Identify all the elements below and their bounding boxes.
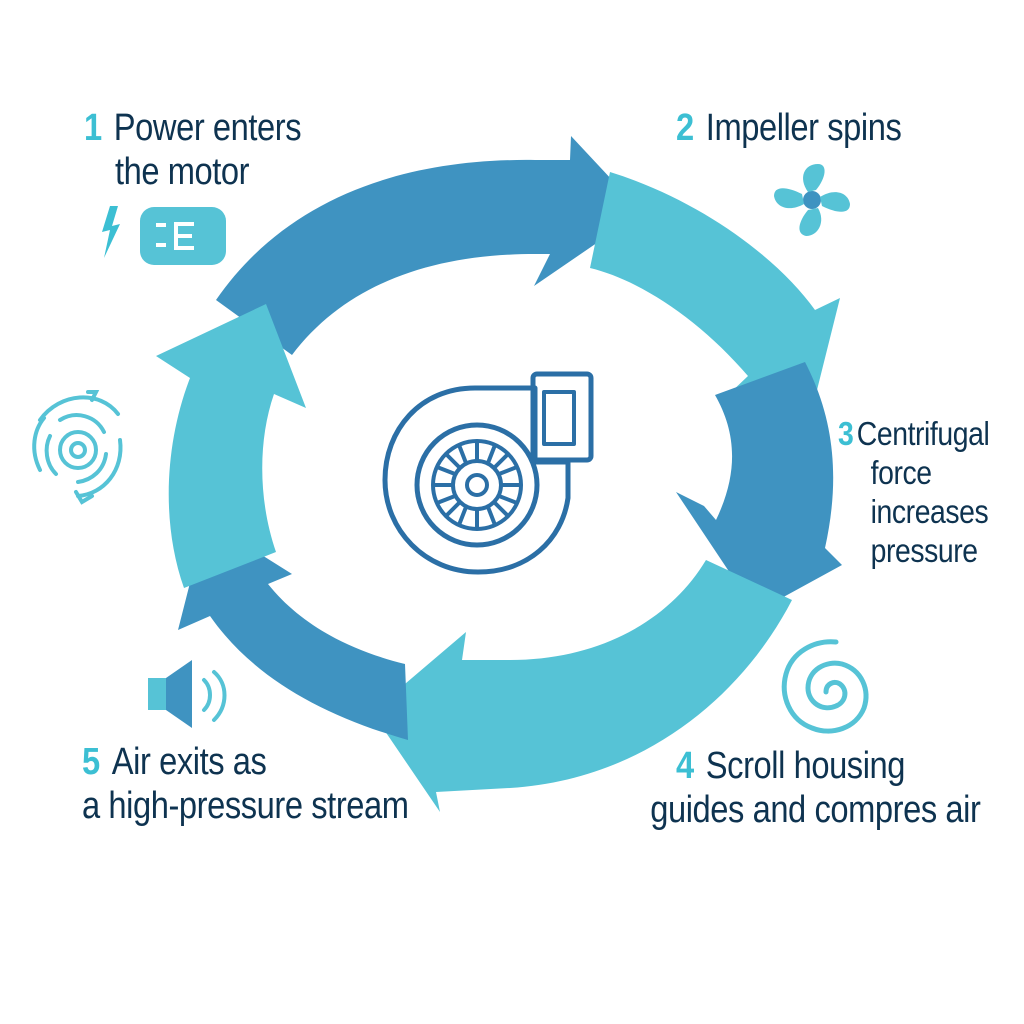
circular-flow-icon <box>32 390 123 505</box>
cycle-arrow-1 <box>216 136 642 355</box>
step-5-text-line1: Air exits as <box>111 741 267 783</box>
step-2-number: 2 <box>676 107 694 149</box>
step-1-text-line2: the motor <box>114 151 250 193</box>
cycle-arrow-3 <box>676 362 842 612</box>
step-4-text-line1: Scroll housing <box>705 745 906 787</box>
step-3-text-line3: increases <box>870 493 989 530</box>
lightning-icon <box>102 206 120 258</box>
step-3-text-line4: pressure <box>870 532 978 569</box>
step-1-number: 1 <box>84 107 102 149</box>
step-2-label: 2 Impeller spins <box>676 106 902 150</box>
step-3-text-line1: Centrifugal <box>856 415 990 452</box>
centrifugal-blower-icon <box>382 371 594 575</box>
cycle-arrow-4 <box>372 560 792 812</box>
step-3-text-line2: force <box>870 454 932 491</box>
cycle-arrow-2 <box>590 172 840 410</box>
fan-icon <box>774 164 850 236</box>
cycle-arrow-6 <box>156 304 306 588</box>
step-4-number: 4 <box>676 745 694 787</box>
motor-icon <box>140 207 226 265</box>
step-2-text-line1: Impeller spins <box>705 107 902 149</box>
cycle-arrows <box>156 136 842 812</box>
step-1-text-line1: Power enters <box>113 107 302 149</box>
step-4-label: 4 Scroll housing guides and compres air <box>650 744 981 832</box>
step-5-label: 5 Air exits as a high-pressure stream <box>82 740 409 828</box>
step-5-text-line2: a high-pressure stream <box>82 785 409 827</box>
cycle-arrow-5 <box>178 520 408 740</box>
step-4-text-line2: guides and compres air <box>650 789 981 831</box>
step-5-number: 5 <box>82 741 100 783</box>
speaker-icon <box>148 660 227 728</box>
spiral-icon <box>781 639 869 734</box>
step-3-number: 3 <box>838 415 854 452</box>
step-1-label: 1 Power enters the motor <box>84 106 302 194</box>
